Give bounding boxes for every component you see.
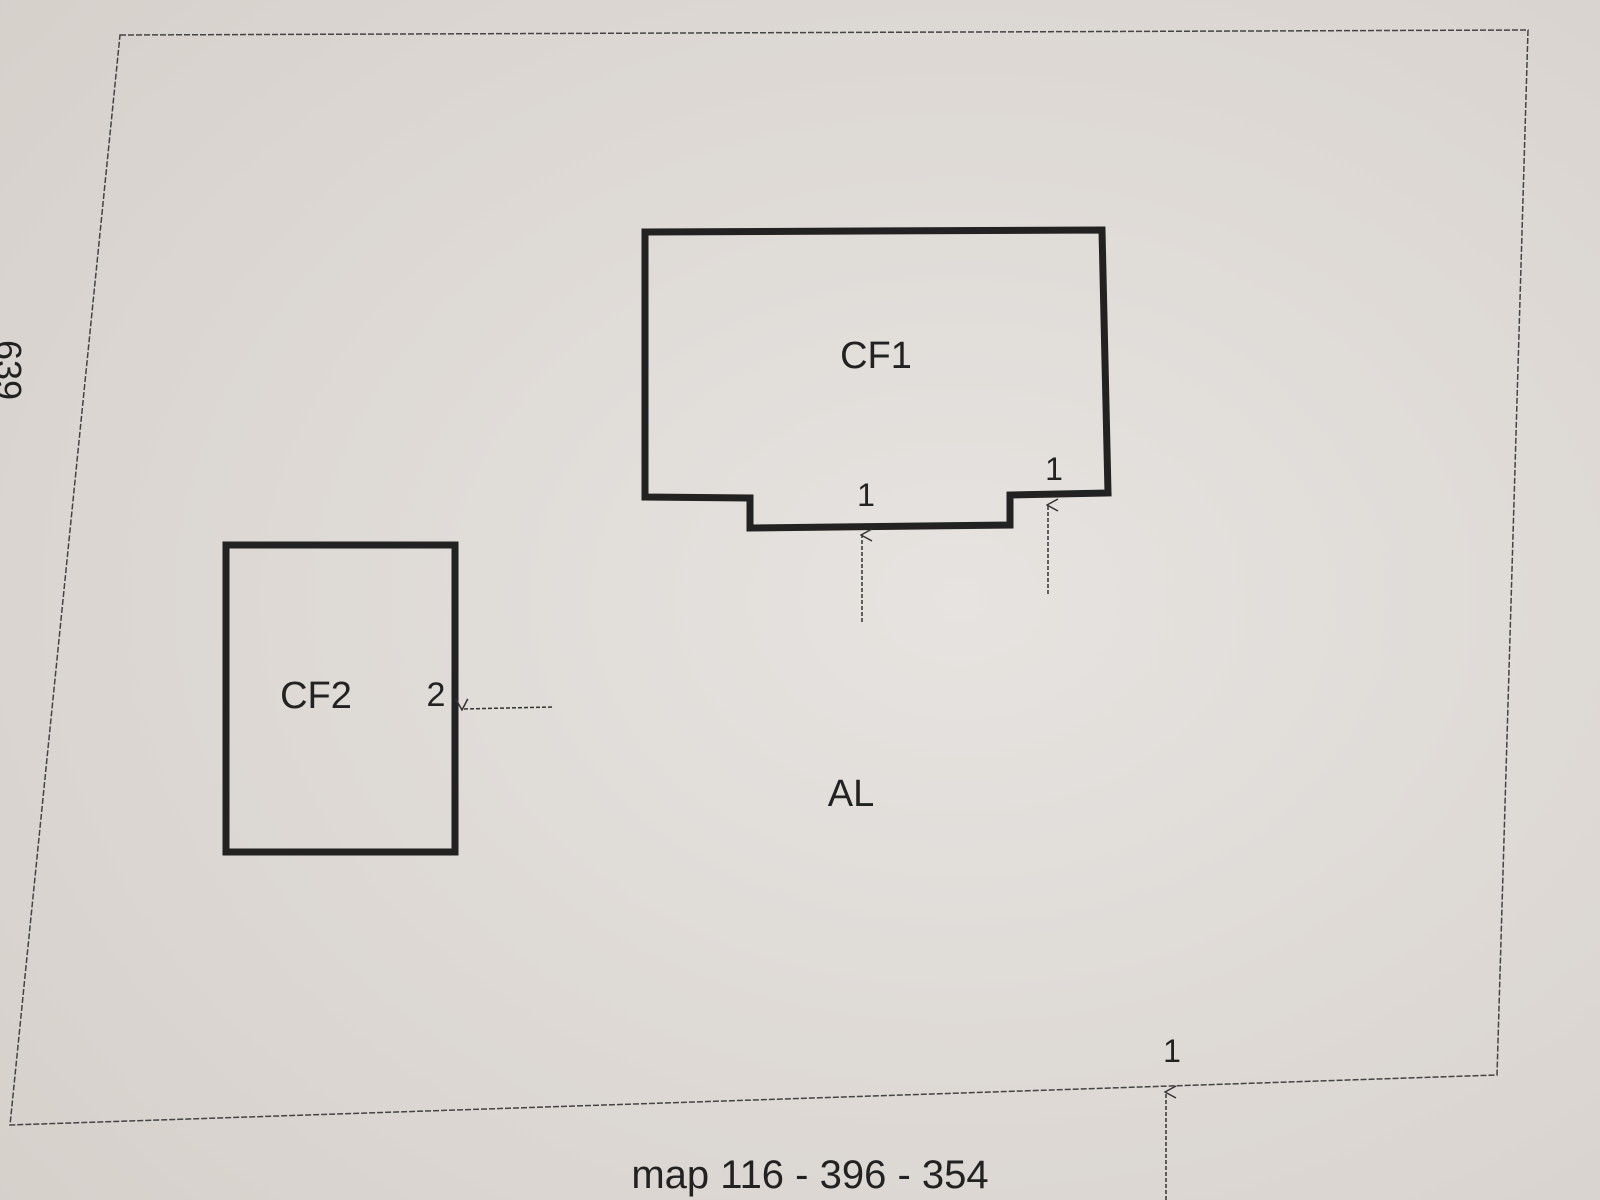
cf2-access-marker: 2 xyxy=(427,676,446,714)
parcel-boundary xyxy=(9,29,1529,1126)
cf1-access-marker-b: 1 xyxy=(1045,451,1063,487)
building-cf1-label: CF1 xyxy=(840,335,912,377)
parcel-label: AL xyxy=(828,773,874,815)
building-cf2-label: CF2 xyxy=(280,675,352,717)
building-cf2-outline xyxy=(222,541,459,856)
access-arrow-cf2 xyxy=(462,707,553,709)
building-cf1-outline xyxy=(641,226,1112,532)
side-number: 639 xyxy=(0,340,29,400)
boundary-access-marker: 1 xyxy=(1163,1033,1181,1069)
cf1-access-marker-a: 1 xyxy=(857,477,875,513)
map-reference: map 116 - 396 - 354 xyxy=(631,1153,988,1197)
